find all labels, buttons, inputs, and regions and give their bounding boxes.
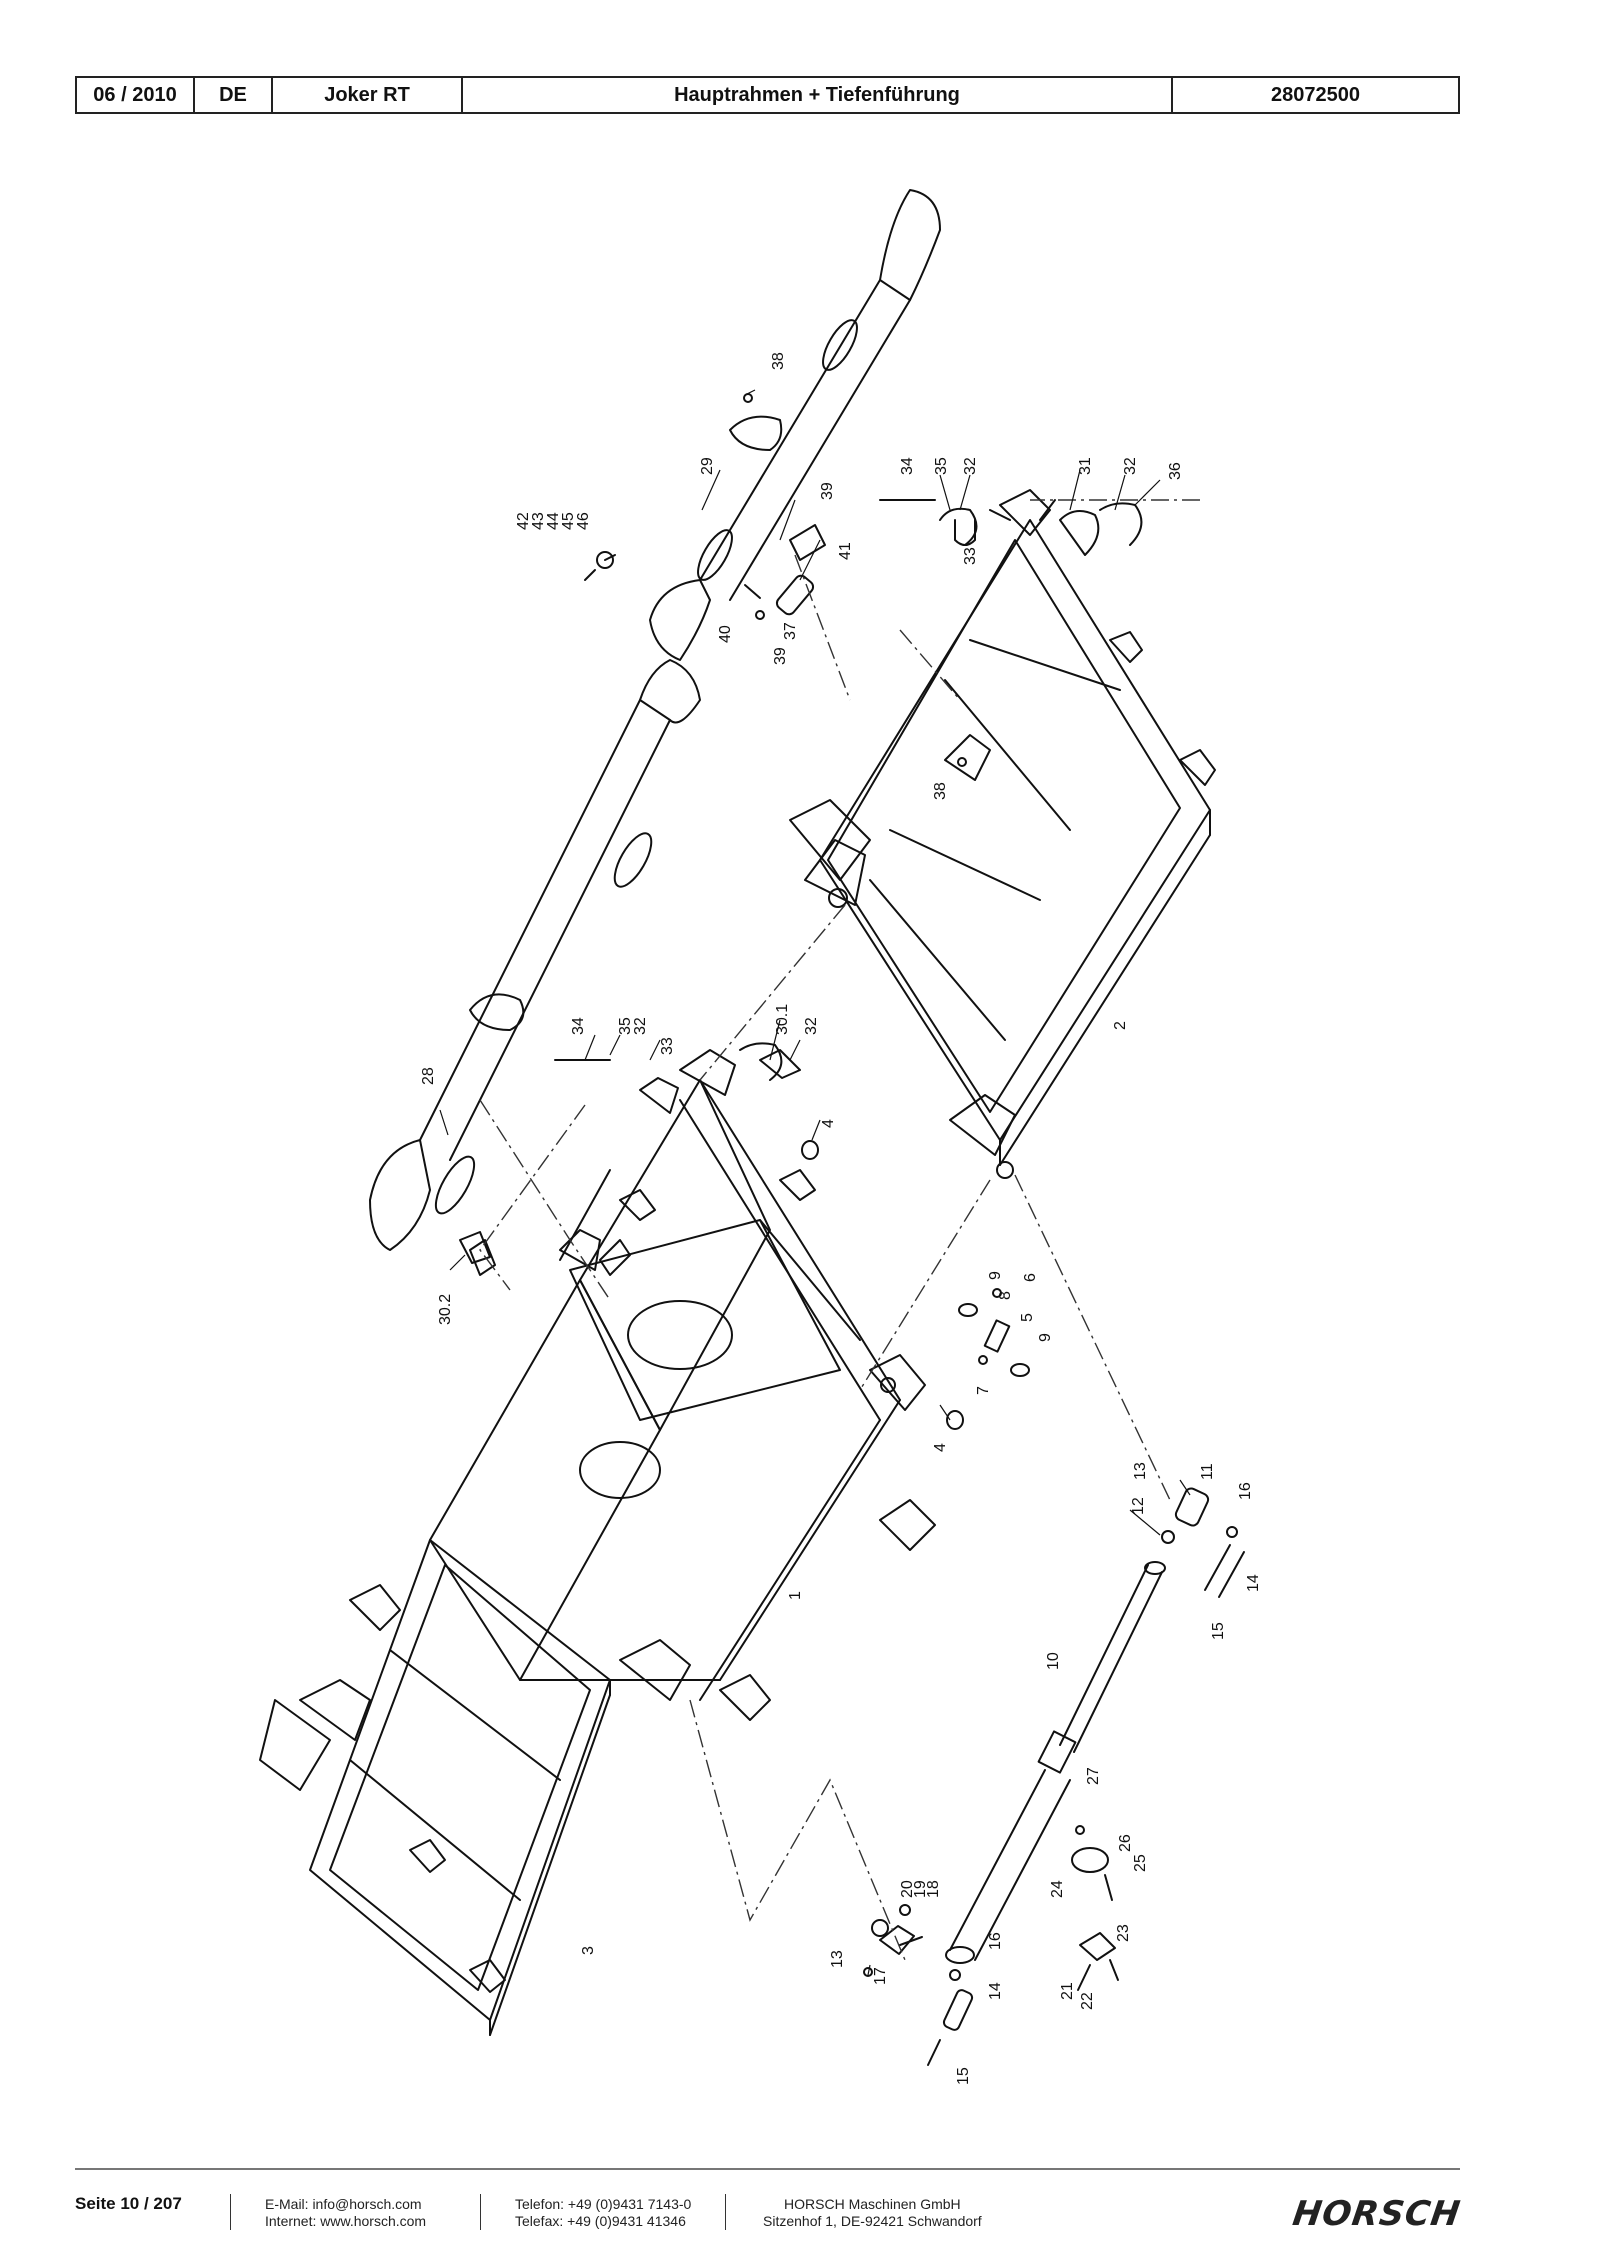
callout: 43 [530,512,547,530]
header-date: 06 / 2010 [77,78,195,112]
callout: 24 [1049,1880,1066,1898]
callout: 2 [1112,1021,1129,1030]
exploded-view-diagram: 1 2 3 4 4 5 6 7 8 9 9 10 11 12 13 13 14 … [259,189,1262,2085]
callout: 36 [1167,462,1184,480]
callout: 28 [420,1067,437,1085]
callout: 5 [1019,1313,1036,1322]
callout: 30.1 [774,1004,791,1035]
callout: 21 [1059,1982,1076,2000]
depth-tube-28 [369,659,701,1251]
footer-contact-web: E-Mail: info@horsch.com Internet: www.ho… [265,2196,426,2230]
footer-email: E-Mail: info@horsch.com [265,2196,422,2212]
footer-internet: Internet: www.horsch.com [265,2213,427,2229]
callout: 19 [912,1880,929,1898]
callout: 13 [1132,1462,1149,1480]
callout: 30.2 [437,1294,454,1325]
callout: 32 [962,457,979,475]
callout: 46 [575,512,592,530]
callout: 17 [872,1967,889,1985]
callout: 11 [1199,1463,1216,1480]
callout: 9 [987,1271,1004,1280]
header-table: 06 / 2010 DE Joker RT Hauptrahmen + Tief… [75,76,1460,114]
callout: 32 [632,1017,649,1035]
callout: 34 [570,1017,587,1035]
footer-address: Sitzenhof 1, DE-92421 Schwandorf [763,2213,982,2229]
footer-address-block: HORSCH Maschinen GmbH Sitzenhof 1, DE-92… [763,2196,982,2230]
callout-labels: 1 2 3 4 4 5 6 7 8 9 9 10 11 12 13 13 14 … [420,352,1262,2085]
callout: 4 [932,1443,949,1452]
callout: 15 [1210,1622,1227,1640]
footer-fax: Telefax: +49 (0)9431 41346 [515,2213,686,2229]
callout: 22 [1079,1992,1096,2010]
frame-part-1 [429,1049,936,1721]
callout: 45 [560,512,577,530]
callout: 14 [1245,1574,1262,1592]
cylinder-10 [945,1561,1166,1964]
callout: 6 [1022,1273,1039,1282]
frame-part-3 [259,1539,691,2036]
callout: 33 [659,1037,676,1055]
callout: 9 [1037,1333,1054,1342]
footer-separator [725,2194,726,2230]
callout: 35 [617,1017,634,1035]
frame-part-2 [789,489,1216,1179]
callout: 16 [987,1932,1004,1950]
callout: 42 [515,512,532,530]
callout: 39 [819,482,836,500]
callout: 34 [899,457,916,475]
footer-contact-phone: Telefon: +49 (0)9431 7143-0 Telefax: +49… [515,2196,691,2230]
callout: 15 [955,2067,972,2085]
callout: 37 [782,622,799,640]
callout: 14 [987,1982,1004,2000]
callout: 35 [933,457,950,475]
callout: 23 [1115,1924,1132,1942]
header-language: DE [195,78,273,112]
callout: 40 [717,625,734,643]
footer-phone: Telefon: +49 (0)9431 7143-0 [515,2196,692,2212]
callout: 38 [770,352,787,370]
callout: 8 [997,1291,1014,1300]
header-model: Joker RT [273,78,463,112]
callout: 16 [1237,1482,1254,1500]
page-number: Seite 10 / 207 [75,2194,182,2213]
callout: 44 [545,512,562,530]
footer-company: HORSCH Maschinen GmbH [784,2196,961,2212]
footer-separator [230,2194,231,2230]
callout: 39 [772,647,789,665]
callout: 25 [1132,1854,1149,1872]
callout: 32 [803,1017,820,1035]
callout: 26 [1117,1834,1134,1852]
footer-divider [75,2168,1460,2170]
callout: 41 [837,542,854,560]
callout: 29 [699,457,716,475]
horsch-logo: HORSCH [1289,2194,1463,2234]
header-document-number: 28072500 [1271,83,1360,106]
callout: 12 [1130,1497,1147,1515]
callout: 13 [829,1950,846,1968]
callout: 7 [975,1386,992,1395]
footer-separator [480,2194,481,2230]
header-title: Hauptrahmen + Tiefenführung [463,78,1173,112]
callout: 10 [1045,1652,1062,1670]
callout: 20 [899,1880,916,1898]
footer: Seite 10 / 207 E-Mail: info@horsch.com I… [75,2186,1463,2246]
depth-tube-29 [649,189,941,661]
callout: 31 [1077,457,1094,475]
callout: 4 [820,1119,837,1128]
callout: 27 [1085,1767,1102,1785]
callout: 32 [1122,457,1139,475]
callout: 38 [932,782,949,800]
callout: 18 [925,1880,942,1898]
callout: 33 [962,547,979,565]
callout: 3 [580,1946,597,1955]
callout: 1 [787,1591,804,1600]
